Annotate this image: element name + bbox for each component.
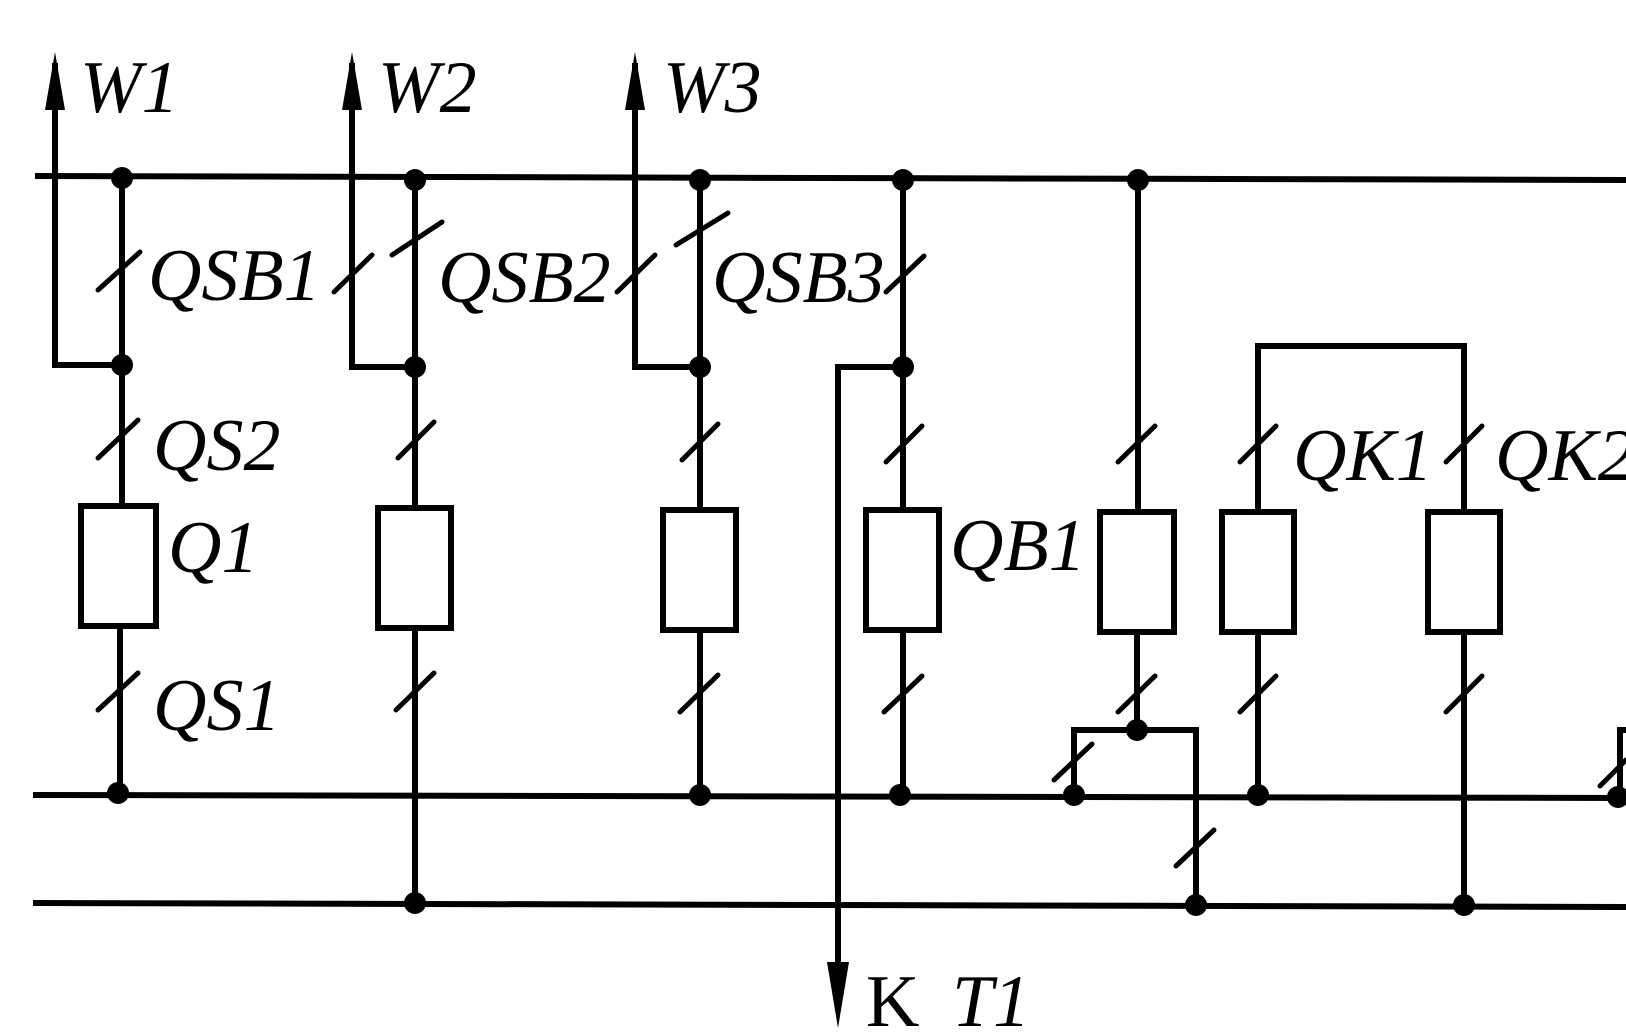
arrow-down-icon: [827, 962, 849, 1028]
disconnector-w2-bus-symbol: [393, 670, 437, 713]
disconnector-bypass-w3-symbol: [614, 252, 658, 295]
arrow-up-icon: [342, 52, 362, 110]
arrow-up-icon: [625, 52, 645, 110]
disconnector-qk1-lower-symbol: [1237, 673, 1279, 715]
junction-dot: [1063, 784, 1085, 806]
breaker-w2-symbol: [375, 505, 454, 631]
junction-dot: [1607, 786, 1626, 808]
bay-t1: [827, 169, 942, 1028]
junction-dot: [892, 169, 914, 191]
labels: W1 W2 W3 QSB1 QSB2 QSB3 QS2 Q1 QS1 QB1 Q…: [80, 47, 1626, 1034]
label-qsb2: QSB2: [438, 237, 611, 319]
junction-dot: [404, 169, 426, 191]
bay-w2-bypass-loop: [349, 63, 418, 370]
disconnector-qsb3-symbol: [673, 210, 731, 248]
bay-t1-bypass-lead: [835, 364, 906, 963]
bus-coupler: [1219, 343, 1503, 916]
label-qk2: QK2: [1495, 415, 1626, 497]
junction-dot: [404, 892, 426, 914]
bay-w1-bypass-loop: [52, 63, 125, 368]
disconnector-t1-bus-symbol: [881, 673, 925, 715]
main-busbar-1: [32, 791, 1626, 802]
disconnector-w3-bus-symbol: [677, 672, 721, 715]
junction-dot: [111, 354, 133, 376]
disconnector-qsb1-symbol: [95, 249, 143, 293]
breaker-t1-symbol: [863, 507, 942, 633]
breaker-qb1-symbol: [1097, 509, 1177, 635]
label-w1: W1: [80, 47, 179, 129]
junction-dot: [1453, 894, 1475, 916]
label-w3: W3: [663, 47, 762, 129]
junction-dot: [1126, 719, 1148, 741]
disconnector-w2-line-symbol: [395, 419, 437, 461]
bay-w1: [45, 52, 159, 804]
bay-qb1-selector: [1071, 727, 1199, 908]
breaker-q1-symbol: [78, 503, 159, 629]
junction-dot: [689, 356, 711, 378]
label-k: K: [866, 961, 919, 1034]
breaker-w3-symbol: [660, 507, 739, 633]
disconnector-qb1-bus1-symbol: [1051, 741, 1095, 783]
disconnector-qsb2-symbol: [389, 219, 445, 258]
disconnector-qk2-upper-symbol: [1443, 423, 1485, 465]
junction-dot: [1185, 894, 1207, 916]
disconnector-qs2-symbol: [95, 417, 141, 461]
bay-w3-bypass-loop: [632, 63, 703, 370]
bypass-busbar: [34, 172, 1626, 184]
disconnector-qk2-lower-symbol: [1443, 673, 1485, 715]
junction-dot: [1127, 169, 1149, 191]
breaker-qk2-symbol: [1425, 509, 1503, 635]
junction-dot: [689, 784, 711, 806]
bay-qb1: [1051, 169, 1217, 916]
bay-w2: [331, 52, 454, 914]
coupler-link: [1255, 343, 1467, 515]
disconnector-qsb4-symbol: [883, 253, 927, 295]
disconnector-qb1-bus2-symbol: [1173, 827, 1217, 869]
partial-bay-conductor: [1617, 727, 1626, 798]
label-t1: T1: [952, 961, 1030, 1034]
label-qsb3: QSB3: [712, 237, 885, 319]
label-w2: W2: [378, 47, 477, 129]
label-qs2: QS2: [153, 405, 280, 487]
disconnector-qk1-upper-symbol: [1237, 423, 1279, 465]
breaker-qk1-symbol: [1219, 509, 1297, 635]
label-qk1: QK1: [1293, 415, 1433, 497]
junction-dot: [107, 782, 129, 804]
junction-dot: [404, 356, 426, 378]
disconnector-qb1-lower-symbol: [1115, 673, 1158, 715]
bay-partial-right: [1597, 727, 1626, 808]
disconnector-qs1-symbol: [95, 670, 141, 713]
arrow-up-icon: [45, 52, 65, 110]
junction-dot: [689, 169, 711, 191]
label-qsb1: QSB1: [148, 235, 321, 317]
label-qs1: QS1: [153, 665, 280, 747]
label-q1: Q1: [168, 507, 258, 589]
junction-dot: [111, 167, 133, 189]
label-qb1: QB1: [950, 505, 1086, 587]
disconnector-bypass-w2-symbol: [331, 252, 375, 295]
main-busbar-2: [32, 899, 1626, 911]
disconnector-partial-symbol: [1597, 757, 1626, 789]
disconnector-qb1-upper-symbol: [1115, 423, 1158, 465]
busbars: [32, 172, 1626, 911]
disconnector-w3-line-symbol: [679, 421, 721, 463]
junction-dot: [892, 356, 914, 378]
junction-dot: [889, 784, 911, 806]
junction-dot: [1247, 784, 1269, 806]
disconnector-t1-line-symbol: [883, 423, 925, 465]
bay-w3: [614, 52, 739, 806]
